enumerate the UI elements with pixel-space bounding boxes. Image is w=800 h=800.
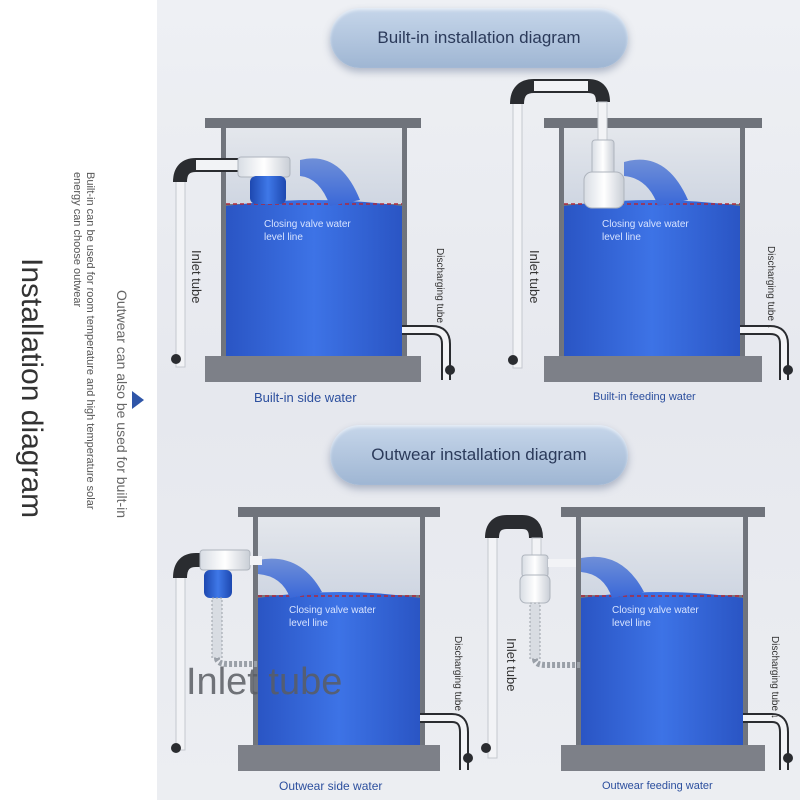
panel-built-in-feeding-water: Closing valve water level line Inlet tub… [508,79,793,403]
water-stream [300,158,360,206]
float-ball [204,570,232,598]
panel-caption: Outwear feeding water [602,780,713,792]
discharge-pipe [743,715,787,770]
discharge-valve-handle [783,365,793,375]
float-ball [583,171,625,209]
level-label-line-1: Closing valve water [612,605,699,616]
panel-built-in-side-water: Closing valve water level line Inlet tub… [171,118,455,405]
panel-caption: Built-in side water [254,390,357,405]
float-ball [250,176,286,204]
discharge-pipe [420,715,467,770]
tank-water [258,592,420,745]
inlet-valve-handle [508,355,518,365]
tank-base [238,745,440,771]
float-valve-body [237,156,291,178]
pipe-elbow [173,158,238,183]
float-valve-body [521,554,549,578]
inlet-pipe-horizontal [196,160,238,170]
discharge-valve-handle [445,365,455,375]
panel-outwear-side-water: Closing valve water level line Inlet tub… [171,507,473,793]
water-stream [624,159,688,206]
tank-base [561,745,765,771]
panel-outwear-feeding-water: Closing valve water level line Inlet tub… [481,507,793,792]
float-stem [211,597,223,659]
inlet-pipe-drop [597,101,608,143]
tank-water [226,200,402,356]
arrow-right-icon [132,391,144,409]
inlet-pipe [512,95,523,369]
discharge-valve-handle [463,753,473,763]
level-label-line-2: level line [612,618,651,629]
pipe-elbow [173,553,205,579]
side-panel: Installation diagram Outwear can also be… [0,0,157,800]
level-label-line-2: level line [602,232,641,243]
tank-base [544,356,762,382]
inlet-tube-label-large: Inlet tube [186,661,342,703]
inlet-valve-handle [171,743,181,753]
float-valve-body [199,549,251,571]
valve-connector [548,559,576,567]
discharge-valve-handle [783,753,793,763]
pipe-elbow [485,515,543,539]
inlet-valve-handle [171,354,181,364]
float-stem [529,602,541,660]
tank-water [564,200,740,356]
inlet-pipe-top [534,81,588,91]
level-label-line-1: Closing valve water [264,219,351,230]
tank-base [205,356,421,382]
discharge-tube-label: Discharging tube [452,636,463,711]
level-label-line-1: Closing valve water [602,219,689,230]
discharge-pipe [402,327,449,380]
level-label-line-2: level line [264,232,303,243]
tank-water [581,592,743,745]
tank-rim [238,507,440,517]
inlet-tube-label: Inlet tube [504,638,519,692]
valve-connector [250,556,262,565]
inlet-tube-label: Inlet tube [189,250,204,304]
inlet-pipe [175,569,186,751]
inlet-tube-label: Inlet tube [527,250,542,304]
balance-pipe [214,657,258,667]
inlet-pipe [487,529,498,759]
discharge-tube-label: Discharging tube ↓ [765,246,776,329]
discharge-pipe [740,327,787,380]
discharge-tube-label: Discharging tube [434,248,445,323]
panel-caption: Built-in feeding water [593,391,696,403]
float-ball [519,574,551,604]
tank-rim [205,118,421,128]
inlet-pipe [175,174,186,368]
discharge-tube-label: Discharging tube ↓ [769,636,780,719]
level-label-line-1: Closing valve water [289,605,376,616]
level-label-line-2: level line [289,618,328,629]
section-title-built-in: Built-in installation diagram [330,8,628,68]
panel-caption: Outwear side water [279,779,382,793]
inlet-valve-handle [481,743,491,753]
tank-rim [544,118,762,128]
balance-pipe [532,658,581,668]
section-title-outwear: Outwear installation diagram [330,425,628,485]
water-stream [581,556,644,598]
tank-rim [561,507,765,517]
water-stream [258,558,322,598]
